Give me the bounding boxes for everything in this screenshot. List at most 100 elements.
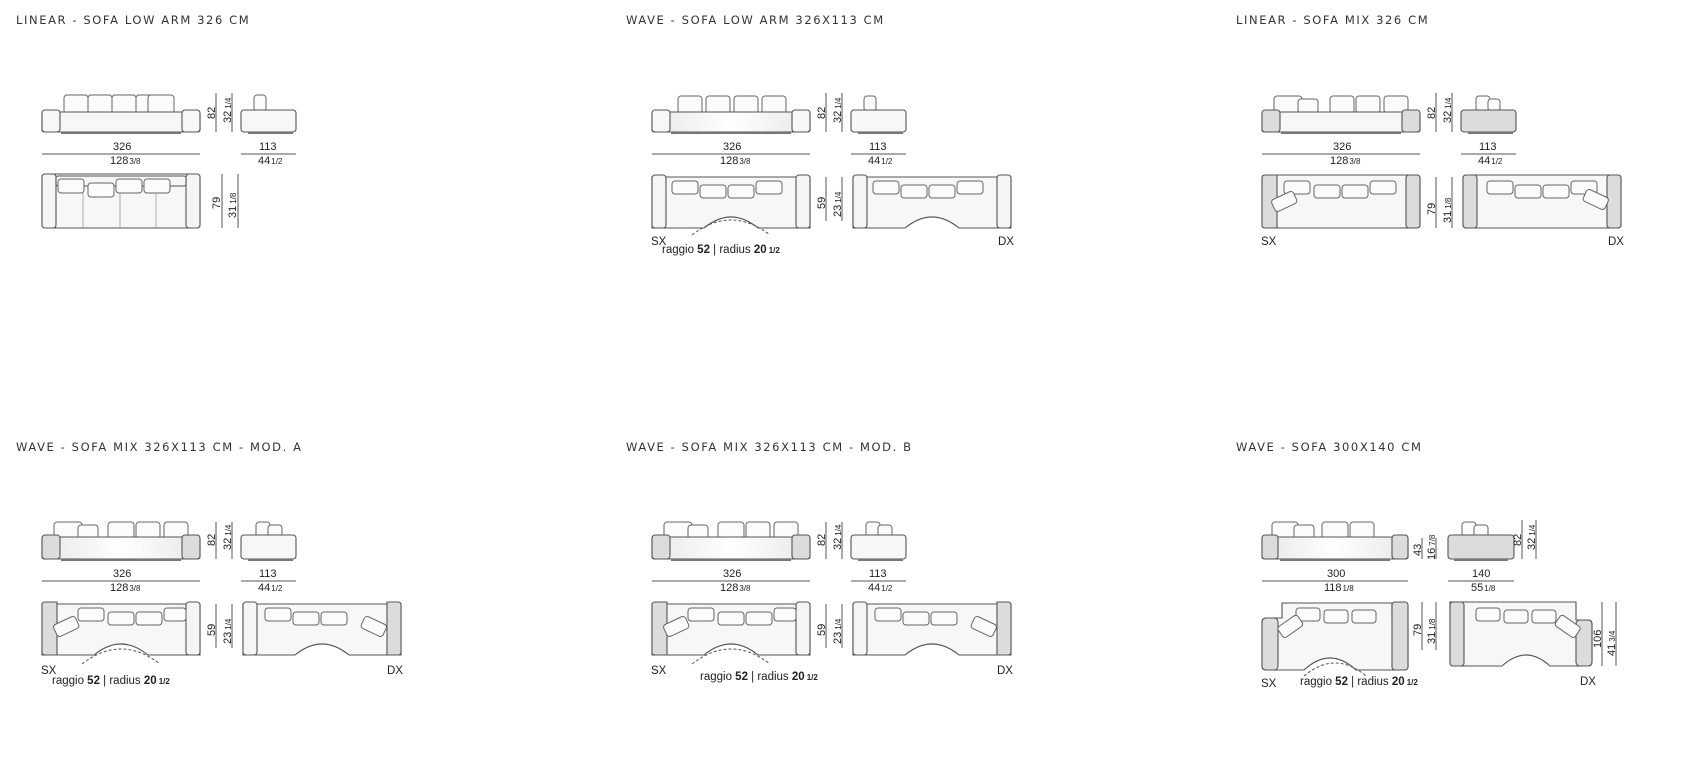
panel-title: WAVE - SOFA LOW ARM 326X113 CM: [626, 13, 885, 27]
svg-text:1283/8: 1283/8: [1330, 155, 1361, 167]
top-depth-in: 31: [227, 206, 239, 218]
top-view-dx: [1462, 174, 1622, 229]
top-depth-in-frac: 1/8: [1444, 197, 1453, 209]
svg-text:441/2: 441/2: [868, 155, 893, 167]
top-depth-cm: 79: [1412, 624, 1424, 636]
top-depth-in: 23: [222, 632, 234, 644]
top-depth-cm: 79: [1426, 203, 1438, 215]
front-width-cm: 300: [1327, 568, 1345, 580]
panel-title: WAVE - SOFA MIX 326X113 CM - MOD. A: [16, 440, 303, 454]
top-view-sx: [1261, 601, 1409, 677]
height-cm: 82: [816, 107, 828, 119]
top-view-sx: [1261, 174, 1421, 229]
height-in-frac: 1/4: [224, 97, 233, 109]
top-view-sx: [651, 174, 811, 236]
top-depth-cm: 59: [206, 624, 218, 636]
height-in-frac: 1/4: [834, 97, 843, 109]
height-cm: 82: [1512, 534, 1524, 546]
side-view: [240, 94, 297, 134]
front-width-in: 128: [110, 155, 128, 167]
label-dx: DX: [998, 236, 1014, 248]
panel-title: LINEAR - SOFA LOW ARM 326 CM: [16, 13, 251, 27]
side-width-in: 55: [1471, 582, 1483, 594]
top-depth-in-frac: 1/4: [834, 191, 843, 203]
svg-text:321/4: 321/4: [1526, 524, 1538, 550]
top-depth-cm: 59: [816, 197, 828, 209]
side-view: [850, 95, 907, 134]
seat-height-cm: 43: [1412, 544, 1424, 556]
front-width-in-frac: 3/8: [1349, 157, 1361, 166]
side-width-cm: 113: [1479, 141, 1497, 153]
side-width-in-frac: 1/2: [271, 157, 283, 166]
top-depth-cm: 79: [211, 197, 223, 209]
panel-wave-300x140: WAVE - SOFA 300X140 CM 43 167/8 82 321/4…: [1236, 440, 1693, 740]
front-width-cm: 326: [1333, 141, 1351, 153]
svg-text:311/8: 311/8: [1426, 618, 1438, 644]
svg-text:413/4: 413/4: [1606, 630, 1618, 656]
panel-title: WAVE - SOFA 300X140 CM: [1236, 440, 1423, 454]
top-depth-in: 31: [1426, 632, 1438, 644]
label-dx: DX: [1580, 676, 1596, 688]
top-view-dx: [852, 601, 1012, 656]
top-depth-in-frac: 1/8: [1428, 618, 1437, 630]
sofa-drawing: 82 321/4 326 1283/8 113 441/2: [1261, 93, 1624, 248]
svg-text:321/4: 321/4: [1442, 97, 1454, 123]
front-width-in: 118: [1324, 582, 1342, 594]
side-width-cm: 140: [1472, 568, 1490, 580]
svg-text:1283/8: 1283/8: [720, 582, 751, 594]
front-width-in: 128: [720, 155, 738, 167]
top-view-dx: [242, 601, 402, 656]
top-depth-in: 23: [832, 205, 844, 217]
front-width-in-frac: 3/8: [129, 584, 141, 593]
side-view: [850, 521, 907, 561]
side-width-in: 44: [258, 582, 270, 594]
top-depth2-cm: 106: [1592, 630, 1604, 648]
top-view-sx: [651, 601, 811, 665]
height-in-frac: 1/4: [224, 524, 233, 536]
label-sx: SX: [1261, 236, 1277, 248]
svg-text:231/4: 231/4: [222, 618, 234, 644]
height-cm: 82: [206, 534, 218, 546]
svg-text:441/2: 441/2: [258, 582, 283, 594]
front-width-in: 128: [110, 582, 128, 594]
svg-text:441/2: 441/2: [258, 155, 283, 167]
side-width-in: 44: [868, 582, 880, 594]
side-width-in-frac: 1/2: [1491, 157, 1503, 166]
side-view: [1447, 521, 1515, 561]
side-width-in-frac: 1/2: [881, 157, 893, 166]
side-width-in-frac: 1/8: [1484, 584, 1496, 593]
height-in: 32: [222, 111, 234, 123]
svg-text:231/4: 231/4: [832, 618, 844, 644]
svg-text:321/4: 321/4: [832, 97, 844, 123]
seat-height-in: 16: [1426, 548, 1438, 560]
height-in-frac: 1/4: [834, 524, 843, 536]
panel-wave-mix-mod-a: WAVE - SOFA MIX 326X113 CM - MOD. A 82 3…: [16, 440, 576, 740]
svg-text:1283/8: 1283/8: [720, 155, 751, 167]
side-width-in-frac: 1/2: [271, 584, 283, 593]
top-view-dx: [1449, 601, 1593, 667]
svg-text:1283/8: 1283/8: [110, 155, 141, 167]
side-view: [1460, 95, 1517, 134]
front-view: [41, 521, 201, 561]
front-width-in: 128: [720, 582, 738, 594]
top-view-sx: [41, 601, 201, 665]
top-depth-cm: 59: [816, 624, 828, 636]
front-view: [651, 95, 811, 134]
svg-text:1283/8: 1283/8: [110, 582, 141, 594]
front-width-cm: 326: [113, 141, 131, 153]
side-width-cm: 113: [869, 568, 887, 580]
front-view: [41, 94, 201, 134]
label-sx: SX: [1261, 678, 1277, 690]
height-in: 32: [1442, 111, 1454, 123]
svg-text:441/2: 441/2: [1478, 155, 1503, 167]
top-depth-in-frac: 1/4: [834, 618, 843, 630]
side-width-in-frac: 1/2: [881, 584, 893, 593]
front-width-cm: 326: [723, 568, 741, 580]
svg-text:311/8: 311/8: [1442, 197, 1454, 223]
svg-text:321/4: 321/4: [222, 524, 234, 550]
panel-linear-low-arm: LINEAR - SOFA LOW ARM 326 CM 82 321/4 32…: [16, 13, 576, 313]
front-view: [1261, 521, 1409, 561]
